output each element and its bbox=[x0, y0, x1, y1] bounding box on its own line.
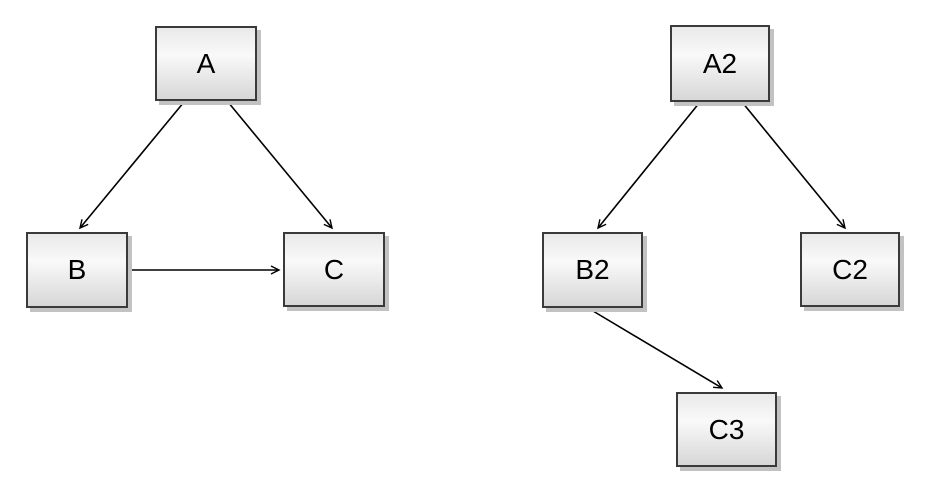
edge-A2-B2 bbox=[597, 101, 701, 230]
edge-B2-C3 bbox=[587, 307, 724, 389]
node-label-B2: B2 bbox=[575, 254, 610, 285]
node-A2: A2 bbox=[670, 25, 770, 102]
node-label-A2: A2 bbox=[702, 47, 738, 79]
edge-A-B bbox=[79, 101, 185, 230]
node-label-A: A bbox=[196, 47, 216, 79]
node-label-C: C bbox=[323, 253, 345, 285]
node-label-C3: C3 bbox=[708, 413, 745, 445]
edge-A2-C2 bbox=[741, 101, 846, 230]
node-label-C2: C2 bbox=[832, 253, 868, 285]
node-C3: C3 bbox=[676, 392, 777, 467]
node-label-B: B bbox=[67, 254, 87, 285]
node-B2: B2 bbox=[542, 232, 643, 308]
node-A: A bbox=[155, 26, 257, 101]
edge-A-C bbox=[227, 101, 333, 230]
node-B: B bbox=[26, 232, 128, 308]
node-C2: C2 bbox=[800, 232, 900, 307]
node-C: C bbox=[283, 232, 385, 307]
